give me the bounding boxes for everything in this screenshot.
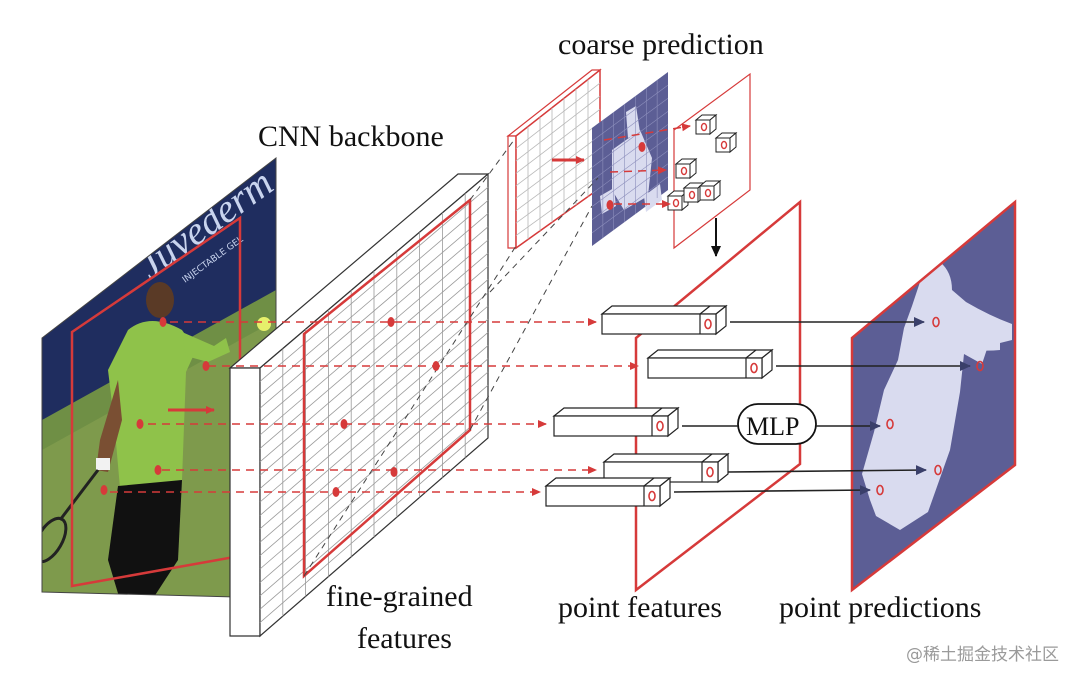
watermark-text: @稀土掘金技术社区	[906, 645, 1059, 665]
point-features-label: point features	[558, 591, 723, 624]
sample-point-marker	[340, 419, 348, 429]
prediction-arrow	[673, 485, 871, 496]
point-cube	[698, 179, 722, 202]
sample-point-marker	[704, 318, 712, 330]
point-cube	[694, 113, 718, 136]
cnn-backbone-label: CNN backbone	[258, 120, 444, 153]
sample-point-marker	[706, 466, 714, 478]
sample-point-marker	[606, 200, 614, 210]
sample-point-marker	[656, 420, 664, 432]
sample-point-marker	[159, 317, 167, 327]
point-features-plane	[634, 199, 802, 593]
sample-point-marker	[876, 484, 884, 496]
sample-point-marker	[432, 361, 440, 371]
point-feature-vectors	[544, 304, 774, 508]
point-cube	[714, 131, 738, 154]
coarse-sampling-arrow	[609, 166, 667, 175]
prediction-arrow	[727, 465, 927, 476]
sample-point-marker	[648, 490, 656, 502]
sample-point-marker	[136, 419, 144, 429]
sample-point-marker	[332, 487, 340, 497]
mlp-label: MLP	[746, 412, 800, 441]
mlp-block	[737, 403, 817, 445]
sample-point-marker	[100, 485, 108, 495]
sample-point-marker	[750, 362, 758, 374]
coarse-prediction-mask	[591, 72, 669, 246]
tennis-player	[42, 282, 271, 598]
sample-point-marker	[390, 467, 398, 477]
point-predictions-plane	[850, 199, 1017, 593]
sample-point-marker	[638, 142, 646, 152]
refined-point-cubes	[666, 113, 738, 212]
fine-grained-label: fine-grained	[326, 580, 473, 613]
fine-grained-label-line2: features	[357, 622, 452, 655]
point-predictions-mask	[852, 202, 1015, 590]
sample-point-marker	[886, 418, 894, 430]
feature-vector-bar	[646, 348, 774, 380]
prediction-arrows	[673, 317, 971, 496]
feature-vector-bar	[600, 304, 728, 336]
feature-vector-bar	[552, 406, 680, 438]
cnn-backbone-block	[228, 172, 490, 638]
sample-point-marker	[154, 465, 162, 475]
coarse-sampling-arrow	[603, 123, 691, 141]
sample-point-marker	[976, 360, 984, 372]
point-predictions-label: point predictions	[779, 591, 982, 624]
point-cube	[674, 157, 698, 180]
coarse-prediction-label: coarse prediction	[558, 28, 764, 61]
sample-point-marker	[202, 361, 210, 371]
feature-vector-bar	[544, 476, 672, 508]
sample-point-marker	[934, 464, 942, 476]
projection-lines	[303, 139, 599, 577]
sample-point-marker	[387, 317, 395, 327]
sample-points	[100, 142, 984, 502]
sample-point-marker	[932, 316, 940, 328]
